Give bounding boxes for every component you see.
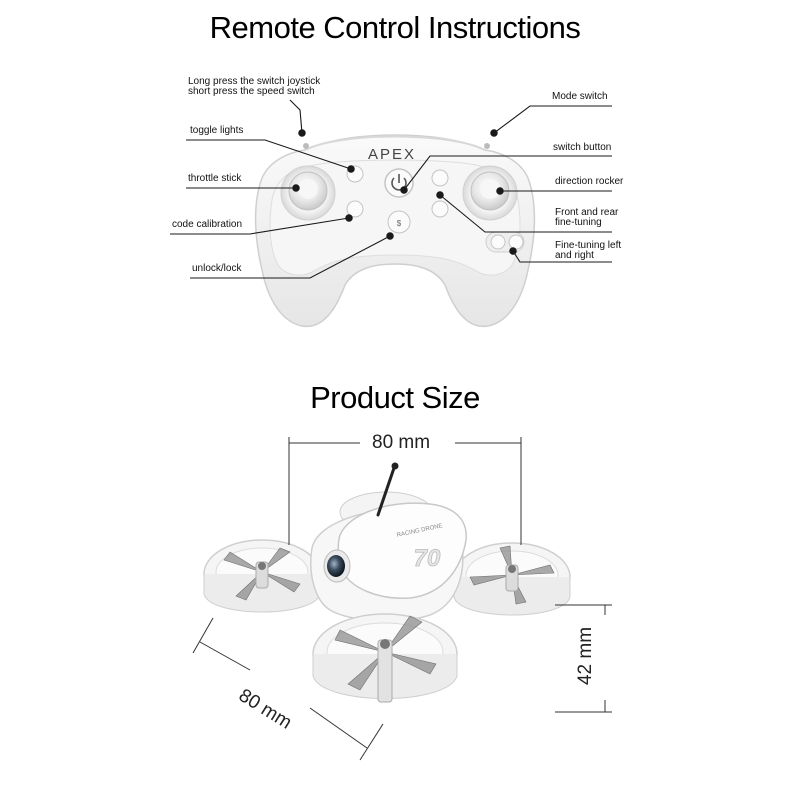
- label-left-right-line2: and right: [555, 250, 594, 261]
- label-front-rear-line1: Front and rear: [555, 207, 619, 218]
- dimension-width: 80 mm: [372, 432, 431, 453]
- label-code-calibration: code calibration: [172, 219, 243, 230]
- svg-text:$: $: [397, 219, 402, 228]
- drone-model-number: 70: [414, 545, 441, 572]
- label-throttle-stick: throttle stick: [188, 173, 242, 184]
- remote-control-title: Remote Control Instructions: [209, 10, 581, 45]
- controller-leader-lines: [170, 99, 612, 279]
- label-front-rear-line2: fine-tuning: [555, 217, 602, 228]
- label-switch-button: switch button: [553, 142, 612, 153]
- label-joystick-line1: Long press the switch joystick: [188, 76, 321, 87]
- label-unlock-lock: unlock/lock: [192, 263, 242, 274]
- label-toggle-lights: toggle lights: [190, 125, 244, 136]
- dimension-height: 42 mm: [575, 626, 597, 686]
- label-mode-switch: Mode switch: [552, 91, 608, 102]
- label-left-right-line1: Fine-tuning left: [555, 240, 622, 251]
- product-size-title: Product Size: [310, 380, 480, 415]
- controller-brand-logo: APEX: [368, 146, 417, 163]
- dimension-lines: [192, 437, 612, 761]
- label-direction-rocker: direction rocker: [555, 176, 624, 187]
- drone-illustration: 70 RACING DRONE: [203, 462, 571, 703]
- remote-controller: $: [254, 134, 536, 328]
- label-joystick-line2: short press the speed switch: [188, 86, 315, 97]
